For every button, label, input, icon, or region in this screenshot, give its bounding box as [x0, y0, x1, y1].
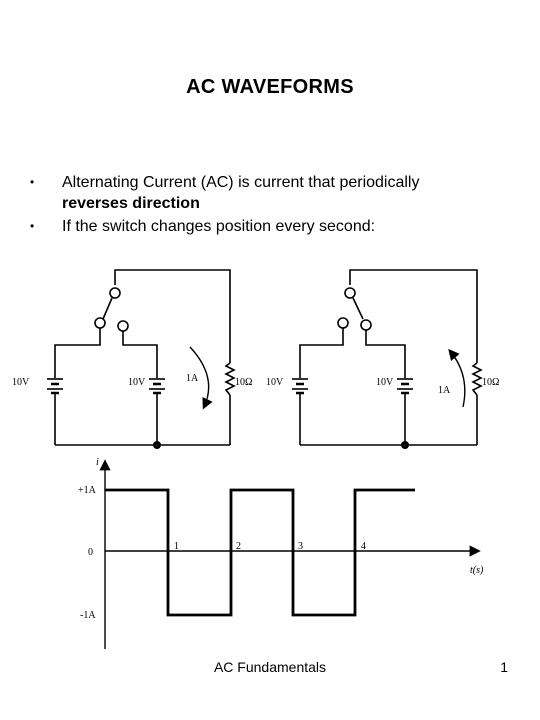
battery-right-1	[149, 378, 165, 395]
ground-node-icon	[401, 441, 409, 449]
circuit-left	[54, 269, 236, 446]
ground-node-icon	[153, 441, 161, 449]
battery-right-2	[397, 378, 413, 395]
battery-left-2	[292, 378, 308, 395]
bullet-list: • Alternating Current (AC) is current th…	[30, 172, 520, 239]
resistor-label: 10Ω	[235, 377, 252, 388]
bullet-icon: •	[30, 175, 35, 189]
x-axis-label: t(s)	[470, 565, 484, 576]
current-arrow-icon	[448, 348, 466, 408]
ac-diagram: 10V 10V 1A 10Ω 10V 10V 1A 10Ω i	[12, 269, 499, 649]
bullet-icon: •	[30, 219, 35, 233]
current-label: 1A	[186, 373, 199, 384]
current-arrow-icon	[189, 346, 213, 410]
y-tick-label: 0	[88, 547, 93, 558]
page-number: 1	[500, 659, 508, 675]
x-tick-label: 3	[298, 541, 303, 552]
left-source-label: 10V	[12, 377, 30, 388]
left-source-label: 10V	[266, 377, 284, 388]
waveform-graph: i t(s) +1A 0 -1A 1 2 3 4	[78, 457, 484, 649]
bullet-item: • Alternating Current (AC) is current th…	[30, 172, 520, 214]
y-tick-label: -1A	[80, 610, 96, 621]
x-tick-label: 2	[236, 541, 241, 552]
bullet-text-bold: reverses direction	[62, 195, 200, 212]
circuit-right	[299, 269, 483, 446]
square-wave	[105, 488, 415, 617]
bullet-item: • If the switch changes position every s…	[30, 216, 520, 237]
current-label: 1A	[438, 385, 451, 396]
y-axis-label: i	[96, 457, 99, 468]
battery-left-1	[47, 378, 63, 395]
footer-title: AC Fundamentals	[213, 659, 327, 675]
right-source-label: 10V	[376, 377, 394, 388]
x-tick-label: 1	[174, 541, 179, 552]
bullet-text: If the switch changes position every sec…	[62, 218, 376, 235]
slide-title: AC WAVEFORMS	[186, 76, 354, 98]
right-source-label: 10V	[128, 377, 146, 388]
y-tick-label: +1A	[78, 485, 97, 496]
resistor-label: 10Ω	[482, 377, 499, 388]
x-tick-label: 4	[361, 541, 366, 552]
bullet-text: Alternating Current (AC) is current that…	[62, 174, 420, 191]
